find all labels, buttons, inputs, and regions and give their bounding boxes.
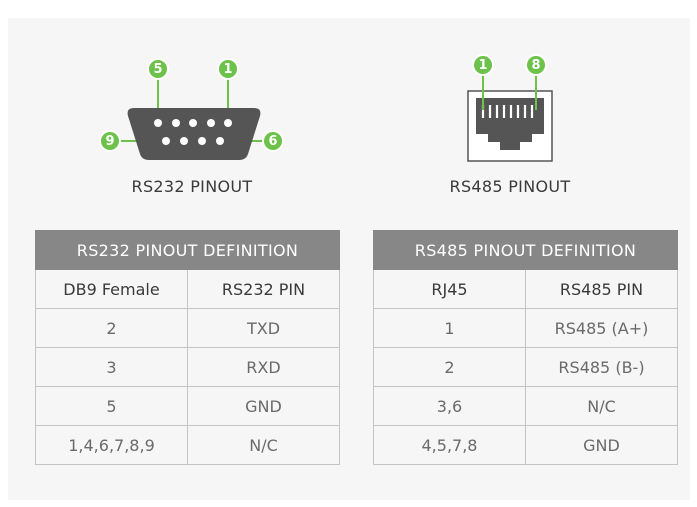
table-cell: TXD [187, 308, 340, 348]
pin6-callout: 6 [262, 130, 284, 152]
db9-pin [216, 137, 224, 145]
table-cell: RS485 (A+) [525, 308, 678, 348]
table-cell: 1,4,6,7,8,9 [35, 425, 188, 465]
db9-connector-figure: 5 1 9 6 [96, 56, 296, 166]
table-row: 4,5,7,8 GND [373, 425, 678, 465]
pin9-callout: 9 [99, 130, 121, 152]
rs485-col-header: RJ45 [373, 269, 526, 309]
table-cell: 2 [373, 347, 526, 387]
db9-pin [198, 137, 206, 145]
rj45-socket [476, 98, 544, 150]
table-cell: RS485 (B-) [525, 347, 678, 387]
db9-pin [189, 119, 197, 127]
rj45-pin8-callout: 8 [525, 54, 547, 76]
table-cell: 4,5,7,8 [373, 425, 526, 465]
table-row: 1 RS485 (A+) [373, 308, 678, 348]
rs485-caption: RS485 PINOUT [449, 177, 571, 196]
db9-pin [172, 119, 180, 127]
db9-pin [180, 137, 188, 145]
db9-shell [127, 108, 261, 160]
table-cell: GND [525, 425, 678, 465]
table-cell: N/C [525, 386, 678, 426]
rs485-col-header: RS485 PIN [525, 269, 678, 309]
table-cell: N/C [187, 425, 340, 465]
rs485-table-title: RS485 PINOUT DEFINITION [373, 230, 678, 270]
table-cell: 2 [35, 308, 188, 348]
rs232-definition-table: RS232 PINOUT DEFINITION DB9 Female RS232… [35, 230, 340, 465]
table-row: 2 RS485 (B-) [373, 347, 678, 387]
pin5-callout: 5 [147, 58, 169, 80]
table-row: 1,4,6,7,8,9 N/C [35, 425, 340, 465]
table-row: 5 GND [35, 386, 340, 426]
table-row: 3,6 N/C [373, 386, 678, 426]
table-cell: RXD [187, 347, 340, 387]
table-cell: 3,6 [373, 386, 526, 426]
db9-connector-icon [112, 70, 272, 160]
rs232-table-title: RS232 PINOUT DEFINITION [35, 230, 340, 270]
table-row: 3 RXD [35, 347, 340, 387]
table-cell: 3 [35, 347, 188, 387]
db9-pin [207, 119, 215, 127]
rs485-definition-table: RS485 PINOUT DEFINITION RJ45 RS485 PIN 1… [373, 230, 678, 465]
rs232-caption: RS232 PINOUT [131, 177, 253, 196]
db9-pin [154, 119, 162, 127]
rs232-col-header: RS232 PIN [187, 269, 340, 309]
table-cell: 5 [35, 386, 188, 426]
table-cell: 1 [373, 308, 526, 348]
rj45-pin1-callout: 1 [472, 54, 494, 76]
table-row: 2 TXD [35, 308, 340, 348]
rj45-connector-icon [467, 70, 553, 162]
pin1-callout: 1 [217, 58, 239, 80]
rs232-col-header: DB9 Female [35, 269, 188, 309]
rj45-connector-figure: 1 8 [456, 54, 566, 166]
db9-pin [224, 119, 232, 127]
table-cell: GND [187, 386, 340, 426]
db9-pin [162, 137, 170, 145]
